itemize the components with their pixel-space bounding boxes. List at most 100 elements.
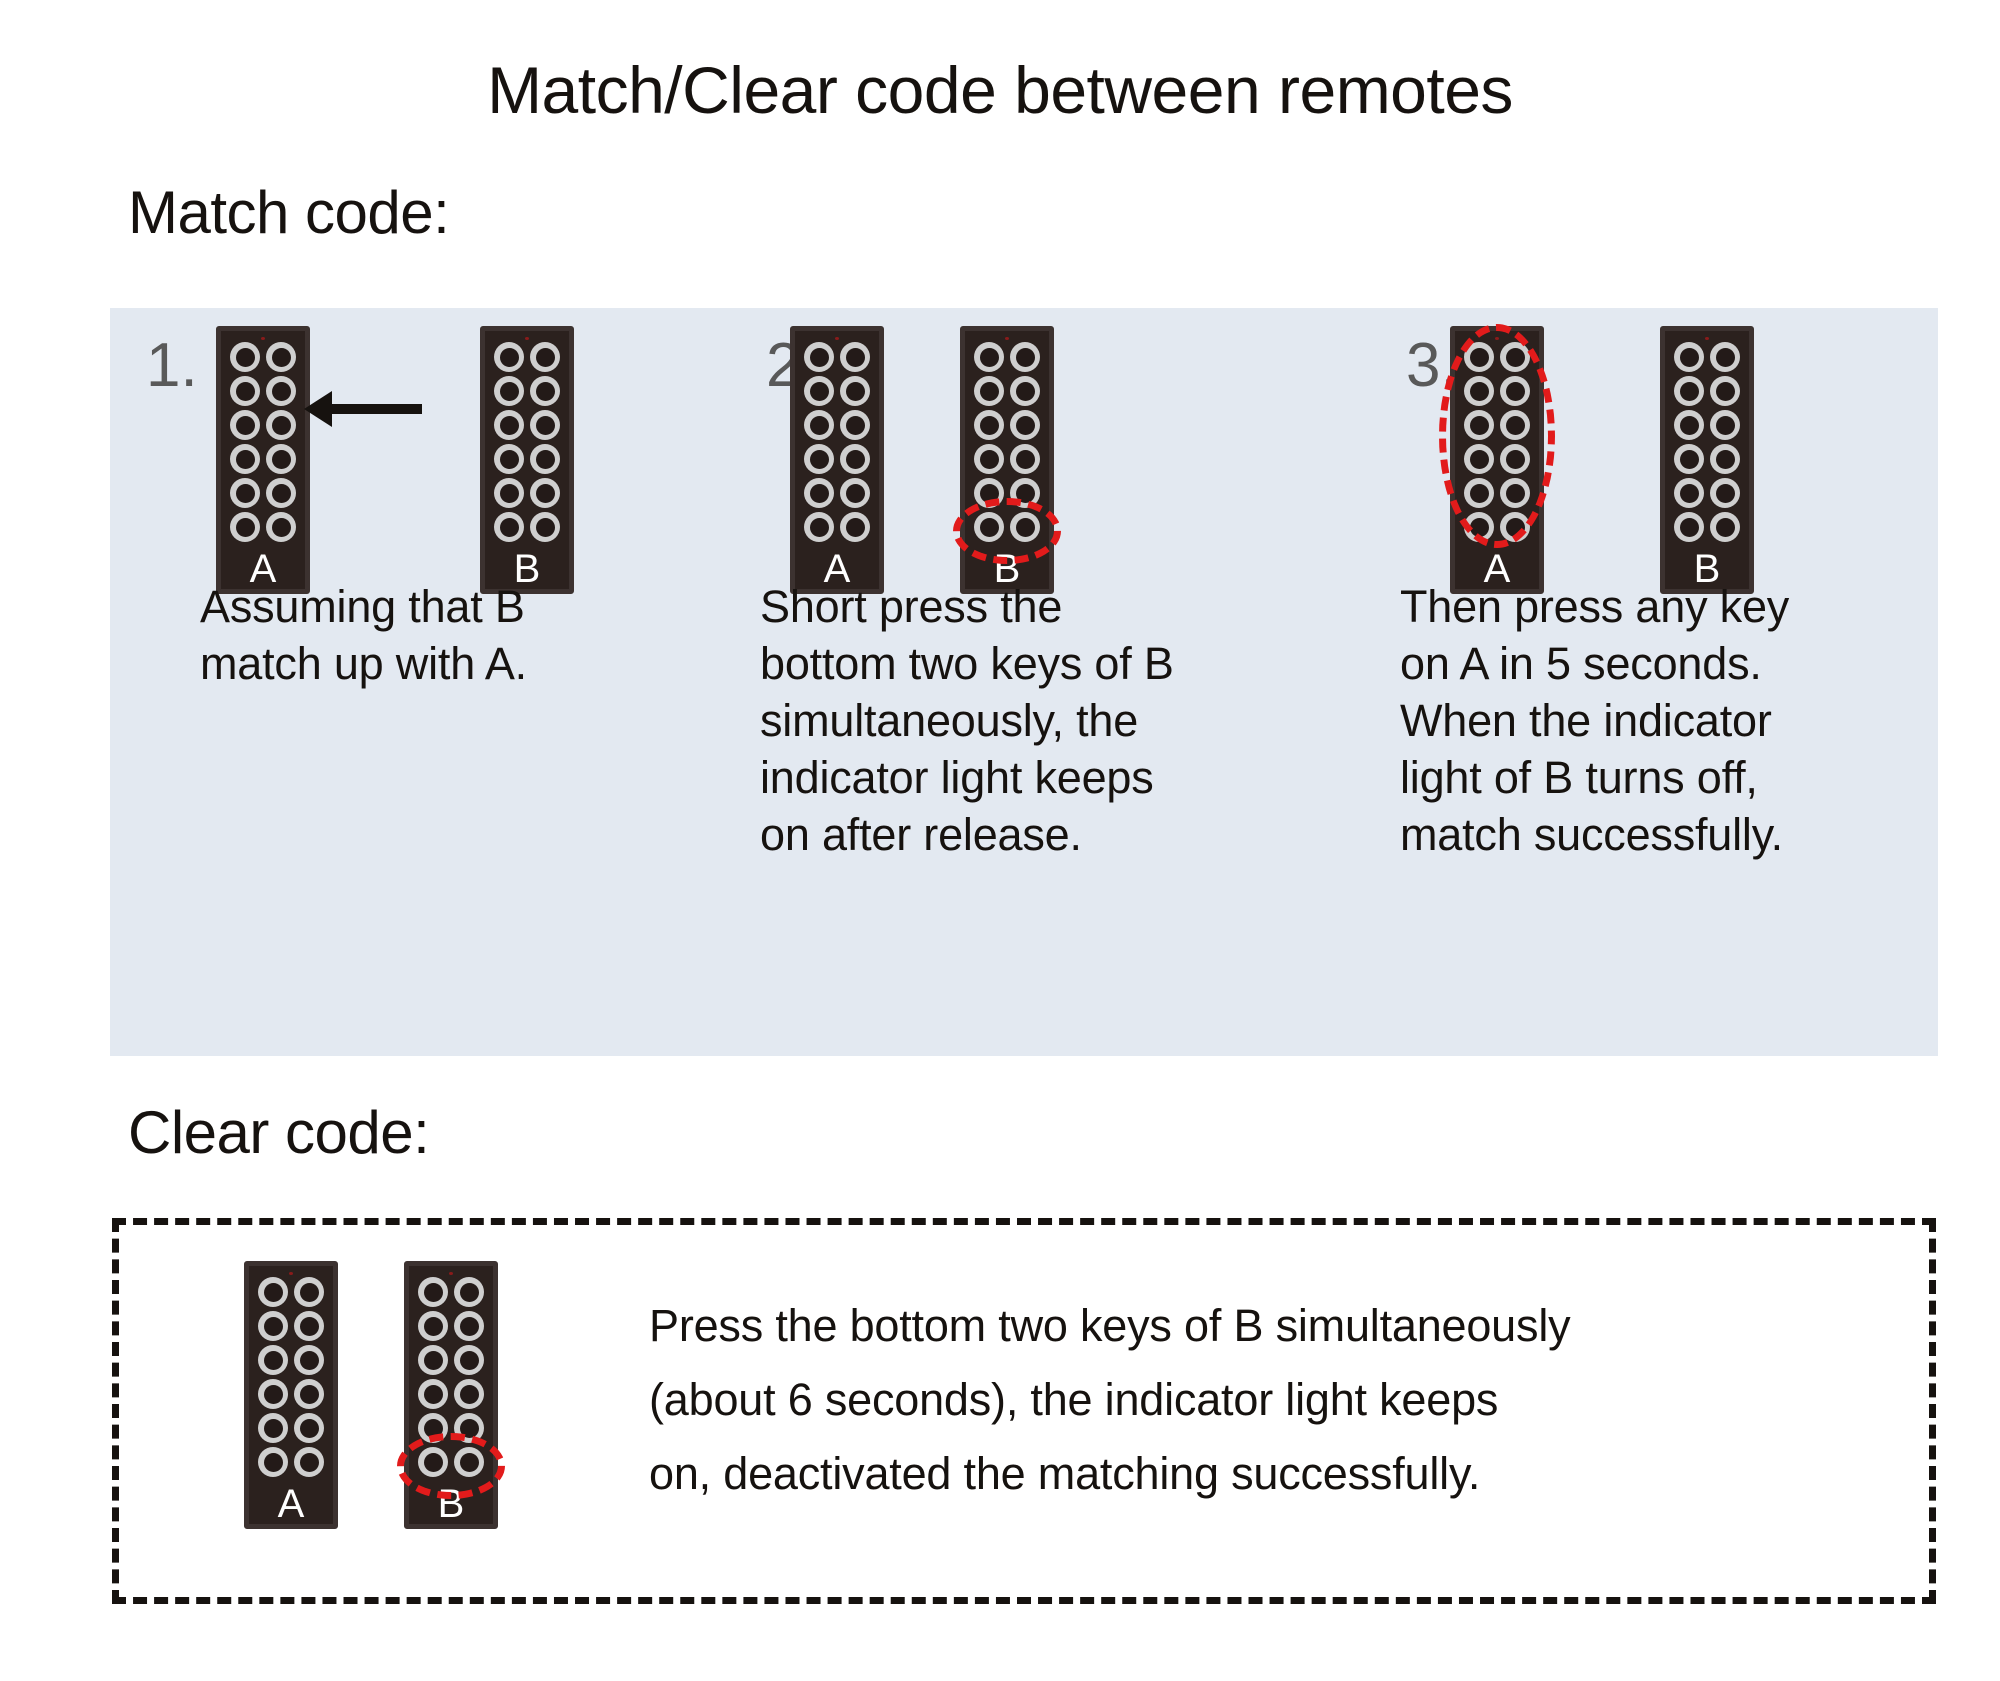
remote-key[interactable] [454,1379,484,1409]
remote-key[interactable] [1500,342,1530,372]
remote-key[interactable] [294,1413,324,1443]
remote-key[interactable] [230,444,260,474]
remote-key[interactable] [974,410,1004,440]
remote-key[interactable] [840,478,870,508]
remote-key[interactable] [840,376,870,406]
remote-key[interactable] [454,1345,484,1375]
remote-key[interactable] [230,512,260,542]
remote-key[interactable] [840,410,870,440]
remote-key[interactable] [1500,478,1530,508]
remote-key[interactable] [974,478,1004,508]
remote-key[interactable] [1674,342,1704,372]
remote-key[interactable] [530,342,560,372]
remote-key[interactable] [258,1379,288,1409]
remote-key[interactable] [1500,376,1530,406]
remote-key[interactable] [266,444,296,474]
remote-key[interactable] [1674,410,1704,440]
remote-key[interactable] [1464,512,1494,542]
remote-key[interactable] [804,342,834,372]
remote-key[interactable] [418,1345,448,1375]
remote-key[interactable] [454,1447,484,1477]
remote-key[interactable] [266,410,296,440]
remote-key[interactable] [1500,512,1530,542]
remote-key[interactable] [840,342,870,372]
remote-key[interactable] [258,1311,288,1341]
remote-key[interactable] [1464,376,1494,406]
remote-key[interactable] [454,1311,484,1341]
remote-key[interactable] [230,342,260,372]
remote-key[interactable] [1010,444,1040,474]
remote-key[interactable] [294,1345,324,1375]
remote-key[interactable] [1710,410,1740,440]
remote-key[interactable] [266,376,296,406]
remote-key[interactable] [266,342,296,372]
remote-key[interactable] [530,512,560,542]
remote-key[interactable] [1010,376,1040,406]
remote-key[interactable] [494,444,524,474]
remote-key[interactable] [804,410,834,440]
remote-key[interactable] [258,1277,288,1307]
remote-key[interactable] [1674,512,1704,542]
remote-key[interactable] [418,1413,448,1443]
remote-key[interactable] [530,478,560,508]
remote-key[interactable] [1010,342,1040,372]
match-code-heading: Match code: [128,179,450,246]
remote-key[interactable] [1464,478,1494,508]
remote-key[interactable] [1500,444,1530,474]
remote-key[interactable] [258,1447,288,1477]
remote-key[interactable] [974,444,1004,474]
remote-key[interactable] [1464,410,1494,440]
remote-key[interactable] [494,376,524,406]
remote-key[interactable] [530,376,560,406]
remote-key[interactable] [294,1277,324,1307]
remote-key[interactable] [840,512,870,542]
remote-key[interactable] [230,376,260,406]
remote-key[interactable] [1710,376,1740,406]
remote-key[interactable] [530,410,560,440]
remote-key[interactable] [1674,478,1704,508]
remote-key[interactable] [494,342,524,372]
remote-key[interactable] [494,410,524,440]
remote-key[interactable] [1710,512,1740,542]
remote-key[interactable] [974,376,1004,406]
remote-key[interactable] [454,1277,484,1307]
remote-key[interactable] [1010,512,1040,542]
remote-key[interactable] [258,1345,288,1375]
match-direction-arrow-icon [304,391,422,427]
remote-key[interactable] [1010,478,1040,508]
remote-key[interactable] [1464,342,1494,372]
remote-key[interactable] [1500,410,1530,440]
remote-key[interactable] [1710,444,1740,474]
remote-key[interactable] [494,478,524,508]
remote-key[interactable] [804,376,834,406]
remote-key[interactable] [294,1311,324,1341]
remote-key[interactable] [840,444,870,474]
remote-key[interactable] [804,478,834,508]
remote-key[interactable] [1674,444,1704,474]
remote-key[interactable] [230,410,260,440]
remote-key[interactable] [294,1447,324,1477]
remote-key[interactable] [1710,478,1740,508]
remote-key[interactable] [230,478,260,508]
remote-key[interactable] [418,1311,448,1341]
remote-key[interactable] [258,1413,288,1443]
remote-key[interactable] [494,512,524,542]
remote-key[interactable] [266,512,296,542]
remote-key[interactable] [1010,410,1040,440]
remote-key[interactable] [804,512,834,542]
remote-key[interactable] [530,444,560,474]
remote-key[interactable] [418,1277,448,1307]
remote-key[interactable] [418,1379,448,1409]
remote-key[interactable] [1464,444,1494,474]
remote-label-b: B [993,547,1021,591]
keypad [258,1277,324,1477]
remote-key[interactable] [1710,342,1740,372]
remote-key[interactable] [266,478,296,508]
remote-key[interactable] [804,444,834,474]
remote-key[interactable] [974,342,1004,372]
remote-key[interactable] [294,1379,324,1409]
remote-key[interactable] [418,1447,448,1477]
remote-key[interactable] [454,1413,484,1443]
remote-key[interactable] [974,512,1004,542]
remote-key[interactable] [1674,376,1704,406]
